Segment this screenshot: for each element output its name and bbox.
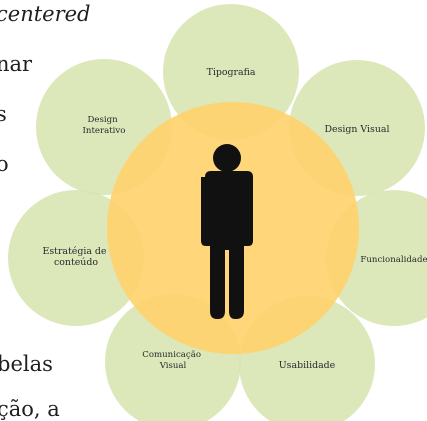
petal-label-layer: Tipografia Design Visual Funcionalidade …: [43, 67, 427, 371]
person-icon: [201, 144, 253, 319]
body-text-line-6: ção, a: [0, 397, 60, 421]
body-text-line-5: belas: [0, 352, 53, 376]
body-text-line-3: s: [0, 102, 7, 126]
body-text-line-1: centered: [0, 2, 91, 26]
petal-label-tipografia: Tipografia: [207, 67, 256, 78]
petal-label-design-visual: Design Visual: [325, 124, 390, 135]
petal-label-design-interativo: Design Interativo: [83, 115, 126, 136]
petal-label-comunicacao-visual: Comunicação Visual: [142, 349, 204, 371]
petal-tipografia: [163, 4, 299, 140]
body-text-line-4: o: [0, 152, 9, 176]
body-text-line-2: nar: [0, 52, 33, 76]
petal-label-usabilidade: Usabilidade: [279, 360, 336, 371]
petal-label-estrategia-de-conteudo: Estratégia de conteúdo: [43, 246, 110, 268]
petal-label-funcionalidade: Funcionalidade: [360, 255, 427, 265]
